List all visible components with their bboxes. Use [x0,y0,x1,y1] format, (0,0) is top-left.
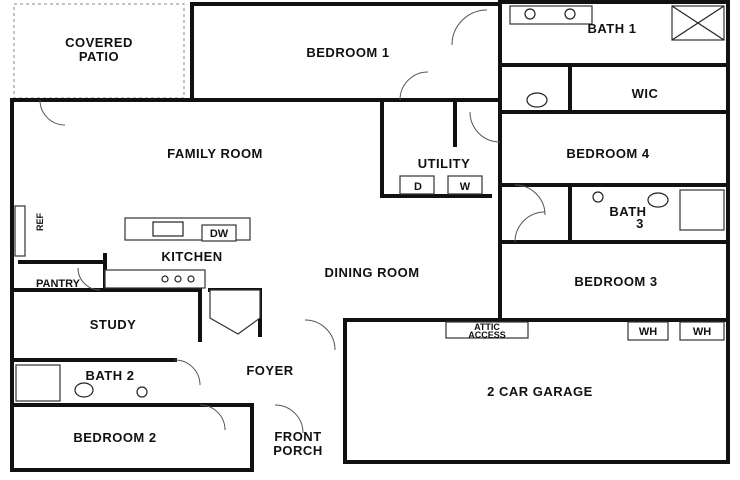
water-heater-label: WH [639,326,657,338]
bath-1-label: BATH 1 [588,21,637,36]
dining-room-label: DINING ROOM [324,265,419,280]
sink-icon [152,221,184,237]
attic-access-box [445,321,529,339]
bedroom-2-label: BEDROOM 2 [73,430,156,445]
fixtures [14,5,725,402]
bath-2-label: BATH 2 [86,368,135,383]
exterior-walls [10,0,730,472]
covered-patio-label: PATIO [79,49,119,64]
dryer-label: D [414,181,422,193]
washer-box [447,175,483,195]
fixture-labels: REF DW D W ATTIC ACCESS WH WH [35,181,711,340]
water-heater-box [627,321,669,341]
utility-label: UTILITY [418,156,471,171]
water-heater-label: WH [693,326,711,338]
sink-icon [136,386,148,398]
room-labels: COVERED PATIO BEDROOM 1 BATH 1 WIC FAMIL… [36,21,658,458]
fireplace [209,289,261,335]
kitchen-counter [104,269,206,289]
study-label: STUDY [90,317,137,332]
washer-label: W [460,181,471,193]
dw-label: DW [210,228,229,240]
tub [15,364,61,402]
stove-burner-icon [174,275,182,283]
stove-burner-icon [187,275,195,283]
front-porch-label: FRONT [274,429,321,444]
bath-3-label: BATH [609,204,646,219]
front-porch-label: PORCH [273,443,322,458]
bedroom-4-label: BEDROOM 4 [566,146,650,161]
sink-icon [592,191,604,203]
sink-icon [524,8,536,20]
pantry-label: PANTRY [36,278,81,290]
vanity [509,5,593,25]
covered-patio-label: COVERED [65,35,133,50]
fridge-box [14,205,26,257]
toilet-icon [526,92,548,108]
family-room-label: FAMILY ROOM [167,146,263,161]
dryer-box [399,175,435,195]
water-heater-box [679,321,725,341]
door-swings [39,9,546,434]
bedroom-1-label: BEDROOM 1 [306,45,389,60]
kitchen-label: KITCHEN [161,249,222,264]
bath-3-label: 3 [636,216,644,231]
toilet-icon [647,192,669,208]
attic-access-label: ATTIC [474,322,500,332]
stove-burner-icon [161,275,169,283]
wic-label: WIC [632,86,659,101]
ref-label: REF [35,212,45,231]
bedroom-3-label: BEDROOM 3 [574,274,657,289]
garage-label: 2 CAR GARAGE [487,384,593,399]
attic-access-label: ACCESS [468,330,506,340]
tub [679,189,725,231]
sink-icon [564,8,576,20]
toilet-icon [74,382,94,398]
foyer-label: FOYER [246,363,293,378]
